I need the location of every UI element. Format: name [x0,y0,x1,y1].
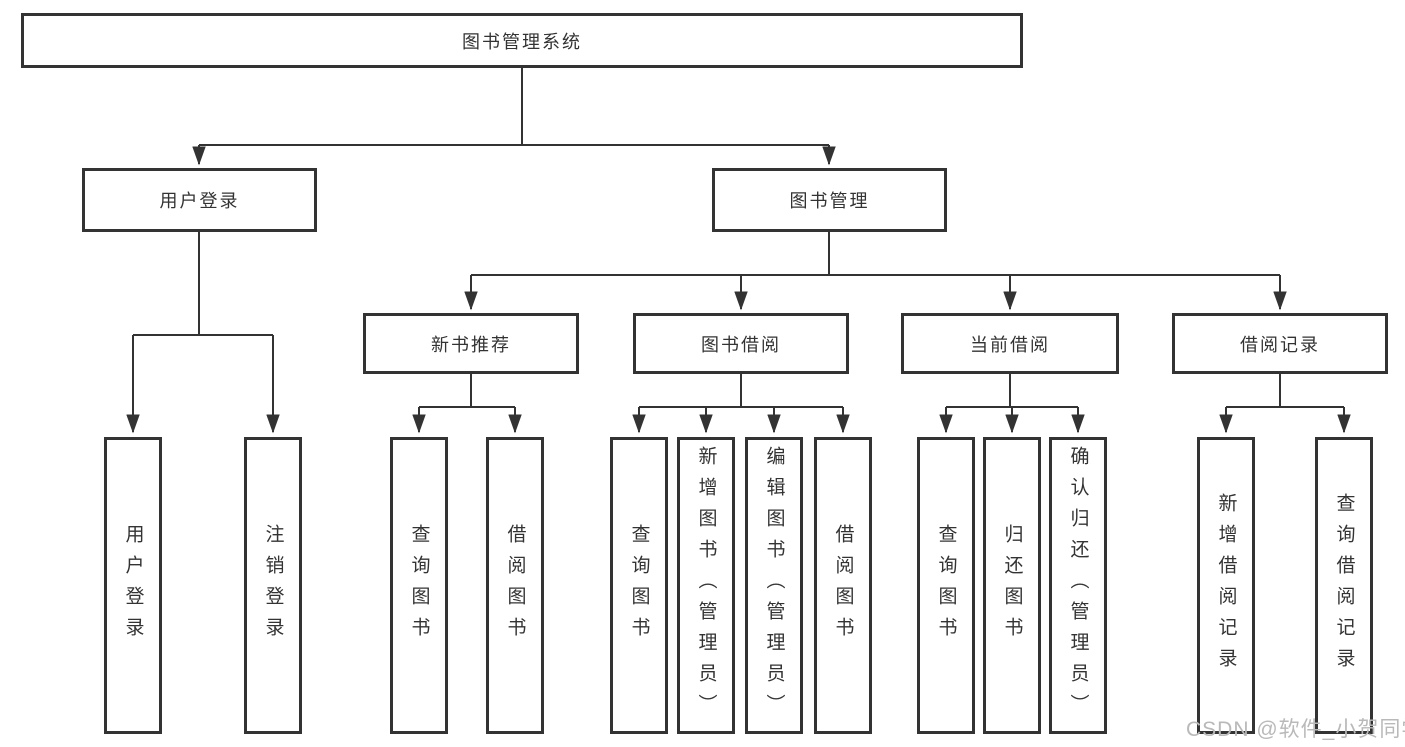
leaf-add-borrow-record: 新增借阅记录 [1197,437,1255,734]
leaf-confirm-return-admin: 确认归还（管理员） [1049,437,1107,734]
node-label: 用户登录 [159,191,240,211]
leaf-edit-book-admin: 编辑图书（管理员） [745,437,803,734]
node-label: 确认归还（管理员） [1067,446,1089,725]
leaf-query-books-current: 查询图书 [917,437,975,734]
node-user-login: 用户登录 [82,168,317,232]
node-label: 新书推荐 [431,334,511,355]
node-book-management: 图书管理 [712,168,947,232]
leaf-logout: 注销登录 [244,437,302,734]
node-label: 图书管理系统 [462,31,582,52]
node-label: 借阅图书 [504,523,526,648]
node-label: 查询图书 [408,523,430,648]
leaf-query-borrow-record: 查询借阅记录 [1315,437,1373,734]
node-label: 图书借阅 [701,334,781,355]
node-label: 用户登录 [122,523,144,648]
node-label: 归还图书 [1001,523,1023,648]
leaf-query-books-recommend: 查询图书 [390,437,448,734]
node-book-borrowing: 图书借阅 [633,313,849,374]
leaf-add-book-admin: 新增图书（管理员） [677,437,735,734]
node-new-book-recommend: 新书推荐 [363,313,579,374]
node-label: 注销登录 [262,523,284,648]
node-label: 新增图书（管理员） [695,446,717,725]
node-borrow-records: 借阅记录 [1172,313,1388,374]
node-label: 查询借阅记录 [1333,492,1355,679]
node-root-system: 图书管理系统 [21,13,1023,68]
leaf-return-book: 归还图书 [983,437,1041,734]
leaf-query-books-borrowing: 查询图书 [610,437,668,734]
node-label: 编辑图书（管理员） [763,446,785,725]
leaf-borrow-books-recommend: 借阅图书 [486,437,544,734]
node-label: 新增借阅记录 [1215,492,1237,679]
node-label: 查询图书 [628,523,650,648]
leaf-borrow-books: 借阅图书 [814,437,872,734]
node-label: 查询图书 [935,523,957,648]
csdn-watermark: CSDN @软件_小贺同学 [1186,718,1405,741]
node-label: 借阅图书 [832,523,854,648]
node-label: 借阅记录 [1240,334,1320,355]
node-label: 图书管理 [789,191,870,211]
leaf-user-login: 用户登录 [104,437,162,734]
node-label: 当前借阅 [970,334,1050,355]
node-current-borrowing: 当前借阅 [901,313,1119,374]
